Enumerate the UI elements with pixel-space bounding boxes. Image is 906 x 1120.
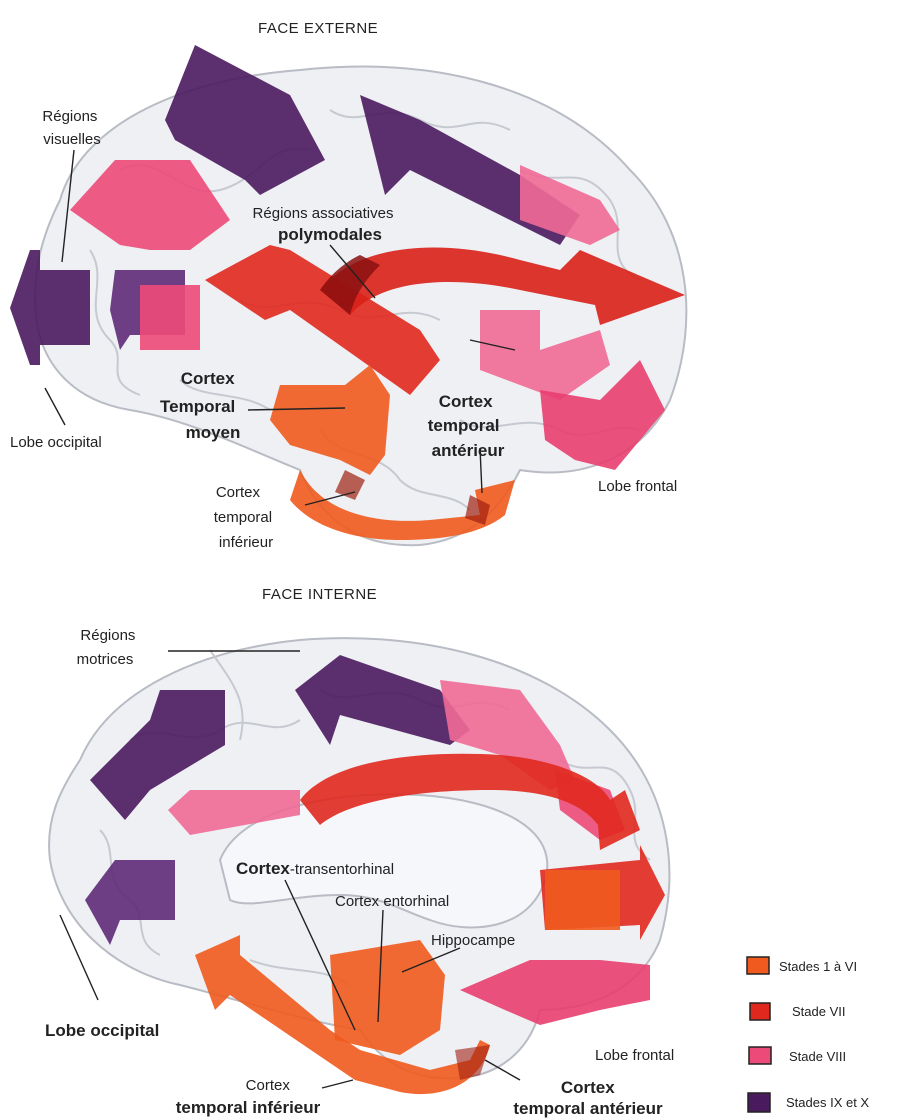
legend-swatch <box>747 1092 771 1113</box>
arrow-stage-9-10 <box>85 860 175 945</box>
label-cortex-temporal-anterieur-medial: Cortex temporal antérieur <box>513 1078 663 1118</box>
arrow-stage-9-10 <box>165 45 325 195</box>
legend-item-stage-8: Stade VIII <box>748 1046 846 1065</box>
arrow-stage-8 <box>520 165 620 245</box>
legend-label: Stades 1 à VI <box>779 959 857 974</box>
label-regions-associatives: Régions associatives <box>253 205 394 222</box>
arrow-stage-1-6 <box>330 940 445 1055</box>
label-cortex-temporal-moyen: Cortex Temporal moyen <box>160 369 240 442</box>
arrow-stage-8 <box>168 790 300 835</box>
label-lobe-occipital-medial: Lobe occipital <box>45 1021 159 1040</box>
arrow-stage-1-6-shadow <box>335 470 365 500</box>
legend-label: Stades IX et X <box>786 1095 869 1110</box>
arrow-stage-1-6 <box>290 470 515 540</box>
legend-swatch <box>749 1002 771 1021</box>
label-lobe-frontal-medial: Lobe frontal <box>595 1047 674 1064</box>
legend-item-stages-9-10: Stades IX et X <box>747 1092 869 1113</box>
arrow-stage-1-6-shadow <box>455 1045 490 1080</box>
legend-item-stages-1-6: Stades 1 à VI <box>746 956 857 975</box>
label-cortex-temporal-inferieur-medial: Cortex temporal inférieur <box>176 1077 321 1117</box>
arrow-stage-9-10 <box>10 250 90 365</box>
arrow-stage-7 <box>205 245 440 395</box>
arrow-stage-1-6 <box>545 870 620 930</box>
label-lobe-occipital-lateral: Lobe occipital <box>10 434 102 451</box>
arrow-stage-8 <box>70 160 230 250</box>
label-cortex-transentorhinal: Cortex-transentorhinal <box>236 859 394 878</box>
arrow-stage-8 <box>480 310 610 400</box>
arrow-stage-8 <box>460 960 650 1025</box>
lateral-stage-arrows <box>10 45 685 540</box>
label-cortex-temporal-inferieur: Cortex temporal inférieur <box>214 484 277 551</box>
arrow-stage-7 <box>320 247 685 325</box>
arrow-stage-1-6 <box>270 365 390 475</box>
legend-label: Stade VII <box>792 1004 845 1019</box>
legend-swatch <box>746 956 770 975</box>
arrow-stage-1-6-shadow <box>465 495 490 525</box>
legend-item-stage-7: Stade VII <box>749 1002 845 1021</box>
medial-leader-lines <box>59 650 521 1089</box>
label-polymodales: polymodales <box>278 225 382 244</box>
legend-label: Stade VIII <box>789 1049 846 1064</box>
label-regions-visuelles: Régions visuelles <box>42 108 101 148</box>
label-cortex-temporal-anterieur: Cortex temporal antérieur <box>428 392 505 460</box>
lateral-leader-lines <box>44 149 516 506</box>
label-cortex-entorhinal: Cortex entorhinal <box>335 893 449 910</box>
medial-stage-arrows <box>85 655 665 1095</box>
arrow-stage-9-10 <box>295 655 470 745</box>
arrow-stage-9-10 <box>90 690 225 820</box>
label-regions-motrices: Régions motrices <box>77 627 140 668</box>
legend-swatch <box>748 1046 772 1065</box>
face-externe-panel: FACE EXTERNE <box>10 20 688 551</box>
arrow-stage-7 <box>300 753 640 850</box>
face-interne-title: FACE INTERNE <box>262 586 377 603</box>
face-externe-title: FACE EXTERNE <box>258 20 378 37</box>
label-lobe-frontal-lateral: Lobe frontal <box>598 478 677 495</box>
arrow-stage-8 <box>540 360 665 470</box>
label-hippocampe: Hippocampe <box>431 932 515 949</box>
arrow-stage-7-shadow <box>320 255 380 315</box>
legend: Stades 1 à VI Stade VII Stade VIII Stade… <box>746 956 869 1113</box>
arrow-stage-8 <box>140 285 200 350</box>
face-interne-panel: FACE INTERNE <box>45 586 674 1118</box>
